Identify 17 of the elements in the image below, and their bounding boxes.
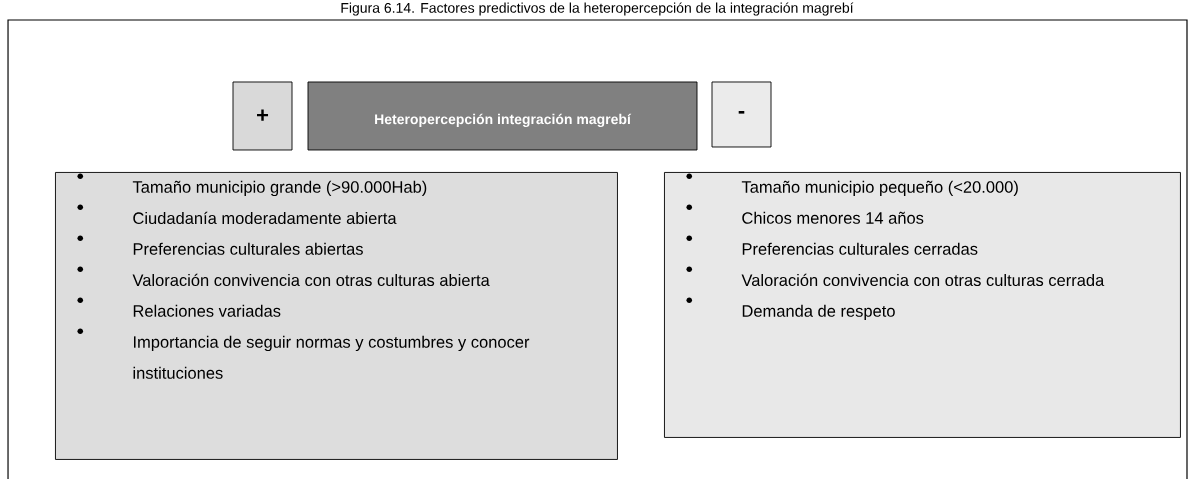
bullet-item: Preferencias culturales abiertas — [77, 235, 363, 255]
bullet-item: Tamaño municipio grande (>90.000Hab) — [77, 173, 427, 197]
list-box — [55, 172, 618, 460]
bullet-item: Chicos menores 14 años — [686, 204, 924, 224]
sign-box: + — [232, 81, 293, 151]
bullet-item: Valoración convivencia con otras culturas abierta — [77, 266, 490, 287]
sign-box: - — [711, 81, 772, 148]
list-box — [664, 172, 1181, 438]
heading-box: Heteropercepción integración magrebí — [307, 81, 698, 151]
bullet-item: Ciudadanía moderadamente abierta — [77, 204, 397, 225]
bullet-item: Demanda de respeto — [686, 297, 895, 321]
bullet-item: Importancia de seguir normas y costumbres y conocer instituciones — [77, 328, 530, 379]
bullet-item: Preferencias culturales cerradas — [686, 235, 978, 255]
bullet-item: Relaciones variadas — [77, 297, 281, 317]
bullet-item: Valoración convivencia con otras culturas cerrada — [686, 266, 1105, 287]
figure-title: Figura 6.14. Factores predictivos de la heteropercepción de la integración magrebí — [338, 0, 856, 18]
bullet-item: Tamaño municipio pequeño (<20.000) — [686, 173, 1018, 197]
